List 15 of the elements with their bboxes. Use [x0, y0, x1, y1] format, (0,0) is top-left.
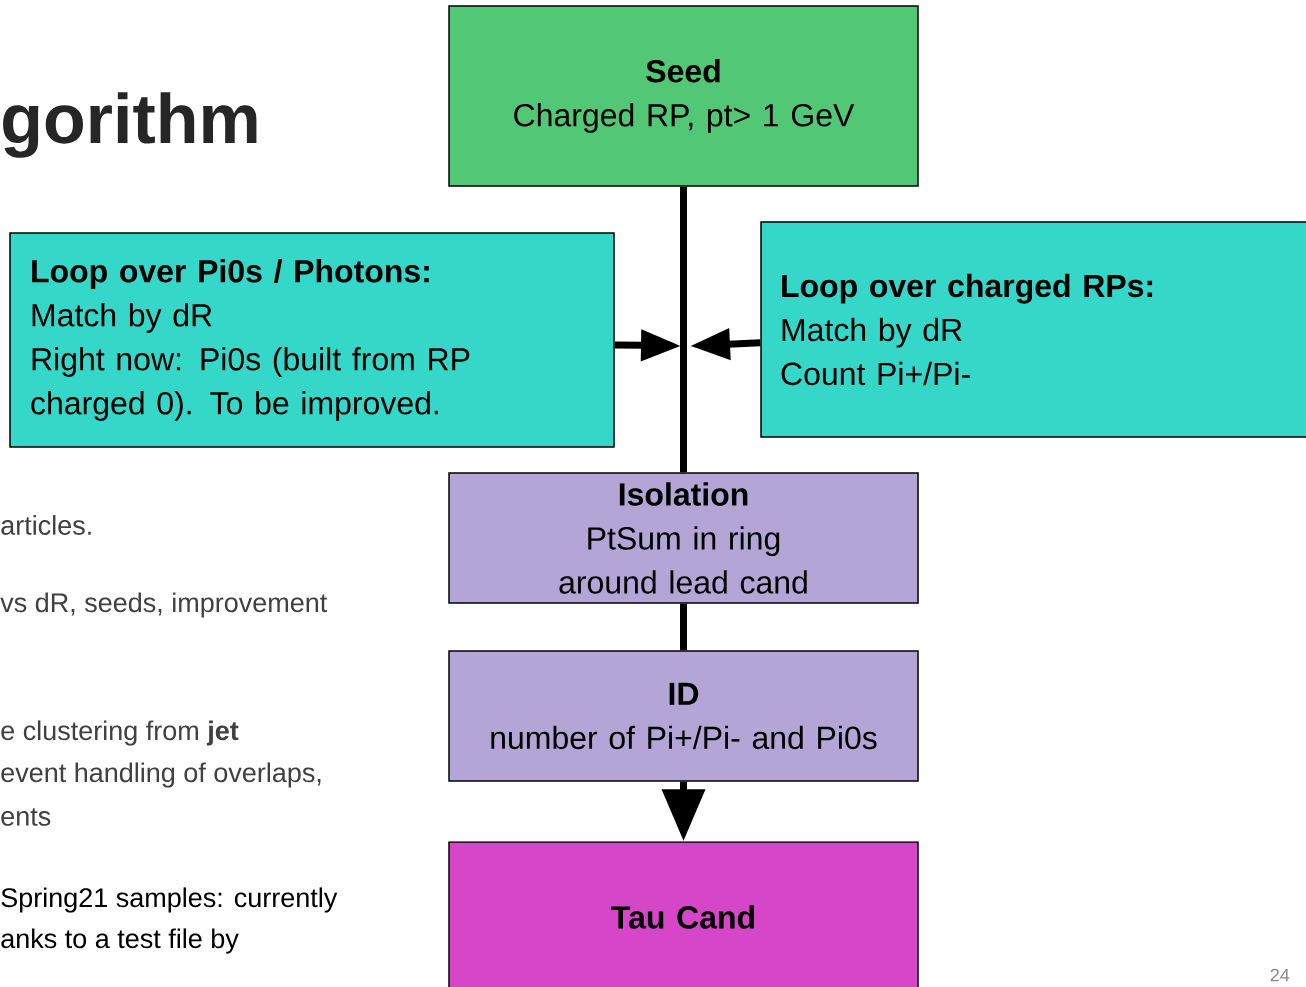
process-box: Isolation PtSum in ring around lead cand [448, 472, 919, 604]
body-text: event handling of overlaps, [1, 762, 321, 788]
process-box: ID number of Pi+/Pi- and Pi0s [448, 650, 919, 782]
body-text: Spring21 samples: currently [1, 887, 338, 913]
body-text: e clustering from jet [1, 720, 239, 746]
body-text: anks to a test file by [1, 928, 239, 954]
body-text: ents [1, 808, 51, 826]
slide-title: gorithm [3, 92, 257, 158]
process-box: Loop over charged RPs: Match by dR Count Pi+/Pi- [760, 221, 1306, 438]
body-text: articles. [1, 515, 91, 535]
process-box: Tau Cand [448, 841, 919, 987]
process-box: Seed Charged RP, pt> 1 GeV [448, 5, 919, 187]
page-number: 24 [1270, 968, 1290, 982]
process-box: Loop over Pi0s / Photons: Match by dR Right now: Pi0s (built from RP charged 0). To be improved. [9, 232, 615, 448]
body-text: vs dR, seeds, improvement [0, 592, 328, 618]
